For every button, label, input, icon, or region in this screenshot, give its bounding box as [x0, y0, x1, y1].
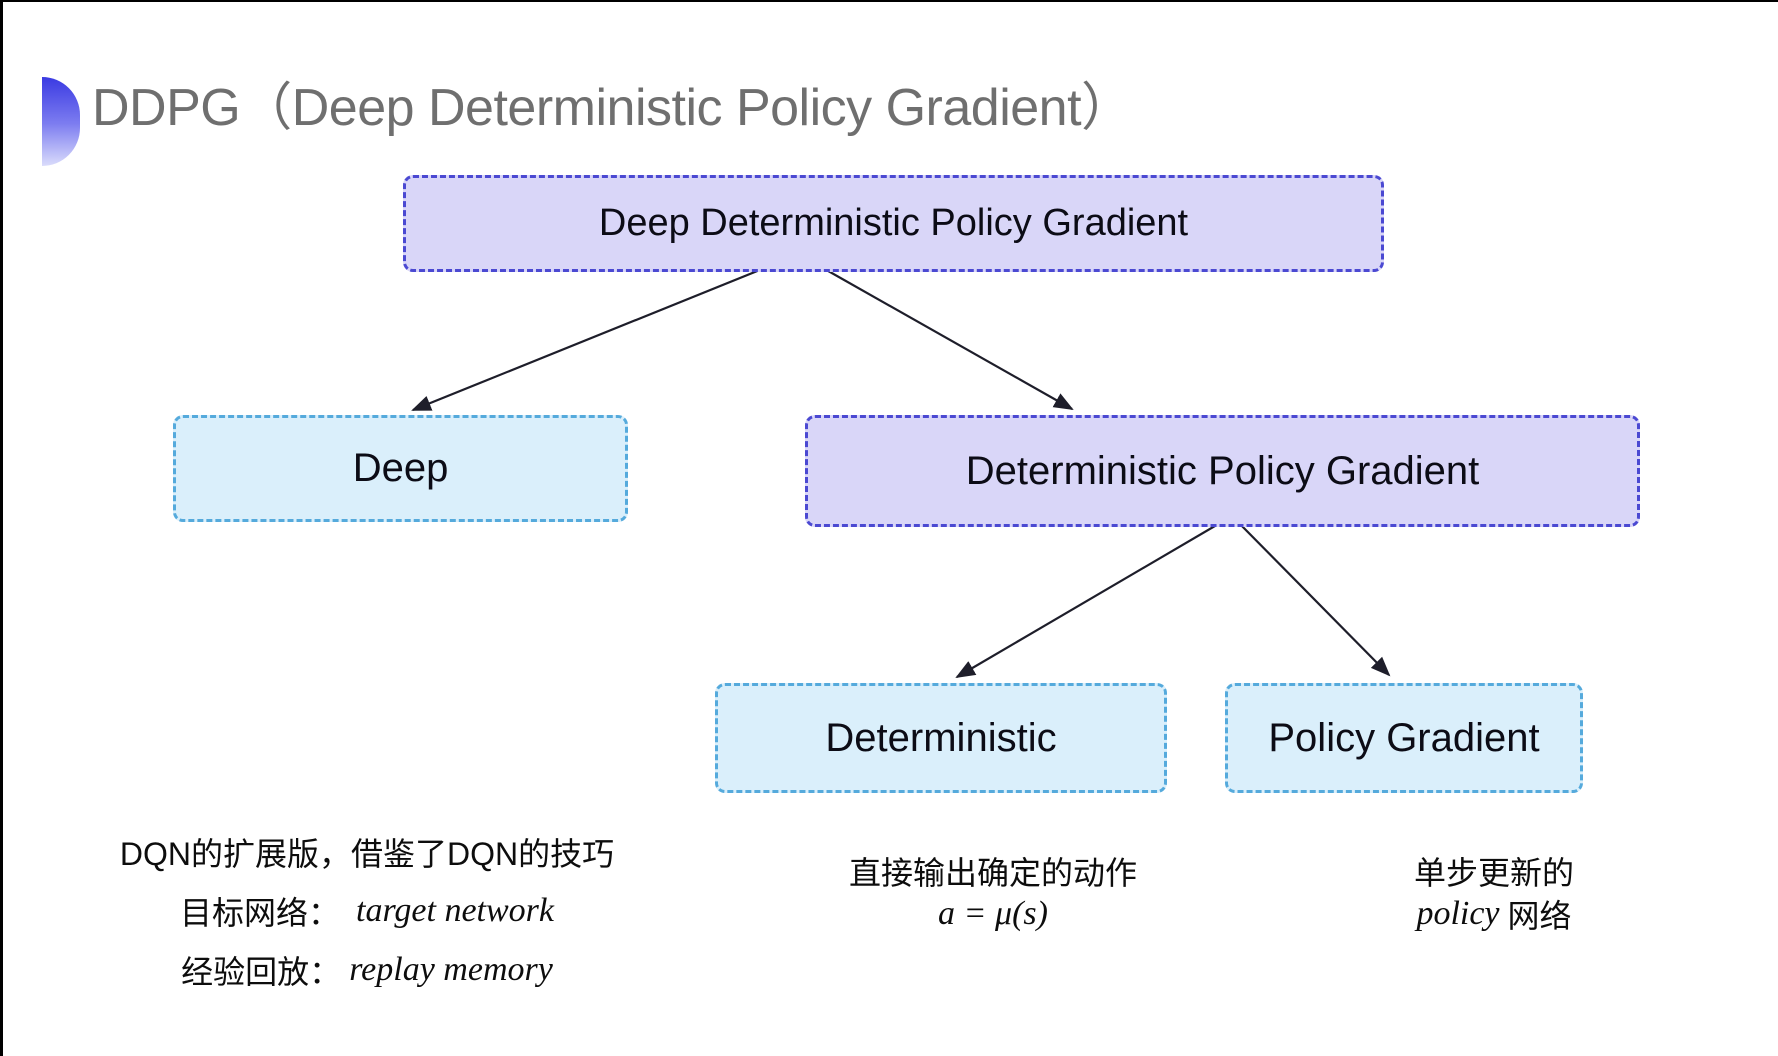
node-policy-gradient: Policy Gradient	[1225, 683, 1583, 793]
arrow-dpg-to-policy-gradient	[1231, 515, 1391, 677]
arrow-dpg-to-deterministic	[955, 515, 1233, 679]
arrow-root-to-deep	[411, 253, 798, 412]
node-label: Deterministic Policy Gradient	[965, 448, 1480, 493]
node-label: Policy Gradient	[1268, 715, 1540, 760]
node-deterministic: Deterministic	[715, 683, 1167, 793]
formula-a-mu-s: a = μ(s)	[938, 894, 1048, 932]
term-replay-memory: replay memory	[349, 950, 553, 988]
node-deep: Deep	[173, 415, 628, 522]
note-line: 目标网络： target network	[179, 891, 555, 931]
note-line: 单步更新的	[1413, 854, 1575, 891]
node-label: Deep	[352, 446, 449, 490]
note-deterministic-action: 直接输出确定的动作 a = μ(s)	[849, 849, 1137, 935]
note-line: 经验回放： replay memory	[181, 950, 553, 990]
note-line: 直接输出确定的动作	[848, 854, 1138, 891]
node-deterministic-policy-gradient: Deterministic Policy Gradient	[805, 415, 1640, 527]
note-policy-network: 单步更新的 policy 网络	[1414, 849, 1574, 935]
note-line: policy 网络	[1416, 894, 1572, 934]
node-deep-deterministic-policy-gradient: Deep Deterministic Policy Gradient	[403, 175, 1384, 272]
term-policy: policy	[1416, 894, 1500, 932]
note-line: DQN的扩展版，借鉴了DQN的技巧	[119, 835, 615, 872]
note-dqn-extension: DQN的扩展版，借鉴了DQN的技巧 目标网络： target network 经…	[120, 822, 614, 999]
node-label: Deep Deterministic Policy Gradient	[598, 202, 1189, 244]
term-target-network: target network	[356, 891, 555, 929]
page-title: DDPG（Deep Deterministic Policy Gradient）	[92, 79, 1133, 137]
frame-top-edge	[0, 0, 1778, 2]
note-line: a = μ(s)	[849, 892, 1137, 935]
node-label: Deterministic	[825, 715, 1057, 760]
arrow-root-to-dpg	[799, 254, 1074, 410]
frame-left-edge	[0, 0, 3, 1056]
